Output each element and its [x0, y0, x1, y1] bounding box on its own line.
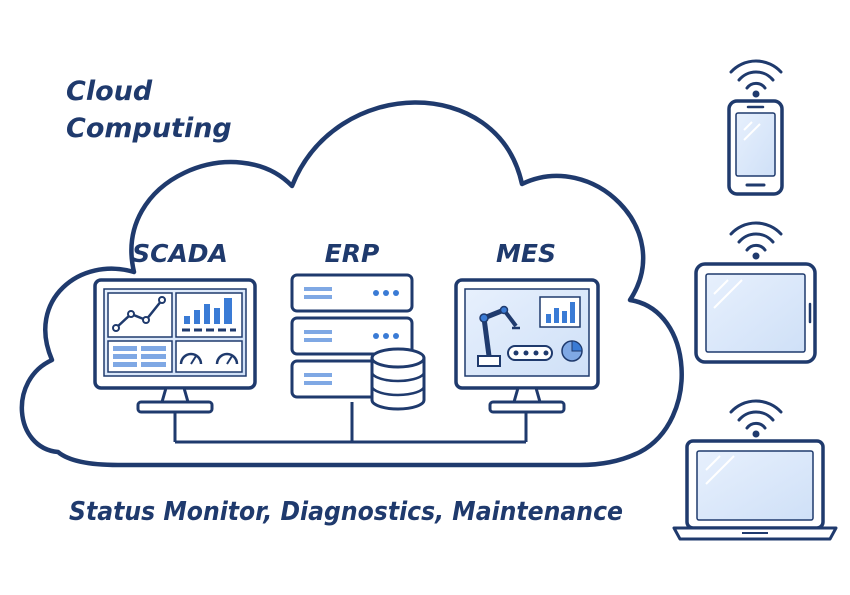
wifi-icon-laptop	[729, 399, 783, 438]
wifi-icon-tablet	[729, 221, 783, 260]
scada-monitor-icon	[93, 278, 257, 414]
diagram-title-line-2: Computing	[66, 113, 232, 144]
network-lines	[173, 402, 528, 444]
tablet-icon	[694, 262, 817, 364]
scada-label: SCADA	[132, 239, 228, 268]
diagram-title-line-1: Cloud	[66, 76, 153, 107]
server-database-icon	[290, 273, 426, 411]
wifi-icon-phone	[729, 59, 783, 98]
laptop-icon	[672, 439, 838, 541]
footer-caption: Status Monitor, Diagnostics, Maintenance	[69, 497, 623, 527]
smartphone-icon	[727, 99, 784, 196]
robot-arm-monitor-icon	[454, 278, 600, 414]
erp-label: ERP	[325, 239, 380, 268]
mes-label: MES	[496, 239, 556, 268]
